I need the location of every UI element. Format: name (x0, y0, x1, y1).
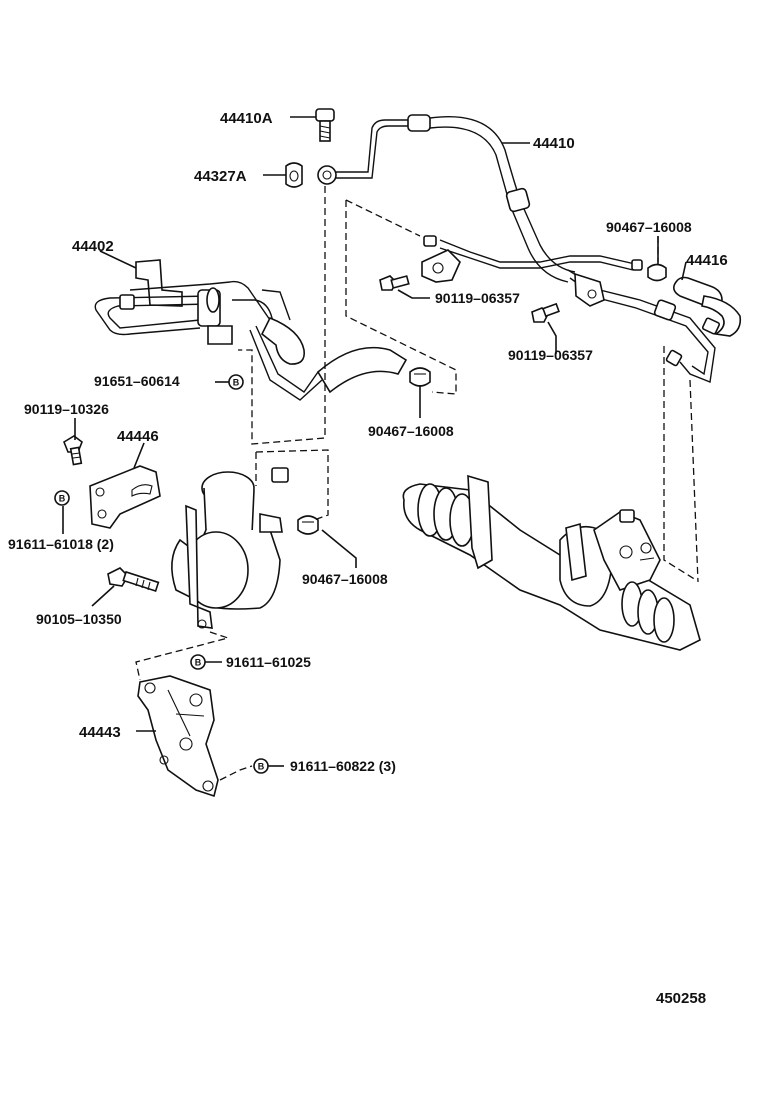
steering-gear-housing (402, 474, 701, 651)
vane-pump (171, 467, 289, 629)
bracket-44443 (137, 675, 219, 798)
label-90105-10350: 90105–10350 (36, 611, 122, 627)
svg-text:B: B (195, 658, 202, 668)
label-44410: 44410 (533, 135, 575, 152)
hose-clamp-upper (409, 367, 431, 387)
label-90119-06357-upper: 90119–06357 (435, 290, 520, 306)
label-90119-10326: 90119–10326 (24, 401, 109, 417)
label-90119-06357-lower: 90119–06357 (508, 347, 593, 363)
label-44327a: 44327A (194, 168, 247, 185)
bolt-mark-91611-61025: B (190, 654, 206, 670)
label-91611-60822: 91611–60822 (3) (290, 758, 396, 774)
label-91611-61025: 91611–61025 (226, 654, 311, 670)
label-90467-16008-right: 90467–16008 (606, 219, 692, 235)
label-91611-61018: 91611–61018 (2) (8, 536, 114, 552)
hose-end-bracket (421, 235, 605, 307)
bolt-mark-91611-61018: B (54, 490, 70, 506)
hose-clamp-lower (297, 515, 319, 535)
label-90467-16008-center: 90467–16008 (368, 423, 454, 439)
diagram-id: 450258 (656, 990, 706, 1007)
label-91651-60614: 91651–60614 (94, 373, 180, 389)
union-bolt-44410a (315, 108, 335, 142)
leader-lines (62, 116, 687, 767)
label-44416: 44416 (686, 252, 728, 269)
bolt-90105-10350 (107, 567, 160, 593)
gasket-44327a (285, 162, 303, 188)
svg-text:B: B (233, 378, 240, 388)
return-tube-44416 (672, 276, 742, 337)
label-90467-16008-lower: 90467–16008 (302, 571, 388, 587)
label-44402: 44402 (72, 238, 114, 255)
label-44410a: 44410A (220, 110, 273, 127)
tube-assembly-44402 (94, 259, 291, 351)
bolt-90119-06357-b (531, 302, 560, 323)
bolt-mark-91611-60822: B (253, 758, 269, 774)
label-44443: 44443 (79, 724, 121, 741)
banjo-fitting (317, 165, 337, 185)
bolt-90119-06357-a (379, 275, 410, 291)
dashed-guides (135, 186, 699, 781)
bolt-mark-91651: B (228, 374, 244, 390)
hose-clamp-right (647, 263, 667, 282)
bracket-44446 (89, 465, 161, 529)
return-hose (249, 316, 408, 401)
svg-text:B: B (258, 762, 265, 772)
bolt-90119-10326 (63, 435, 83, 466)
label-44446: 44446 (117, 428, 159, 445)
svg-text:B: B (59, 494, 66, 504)
